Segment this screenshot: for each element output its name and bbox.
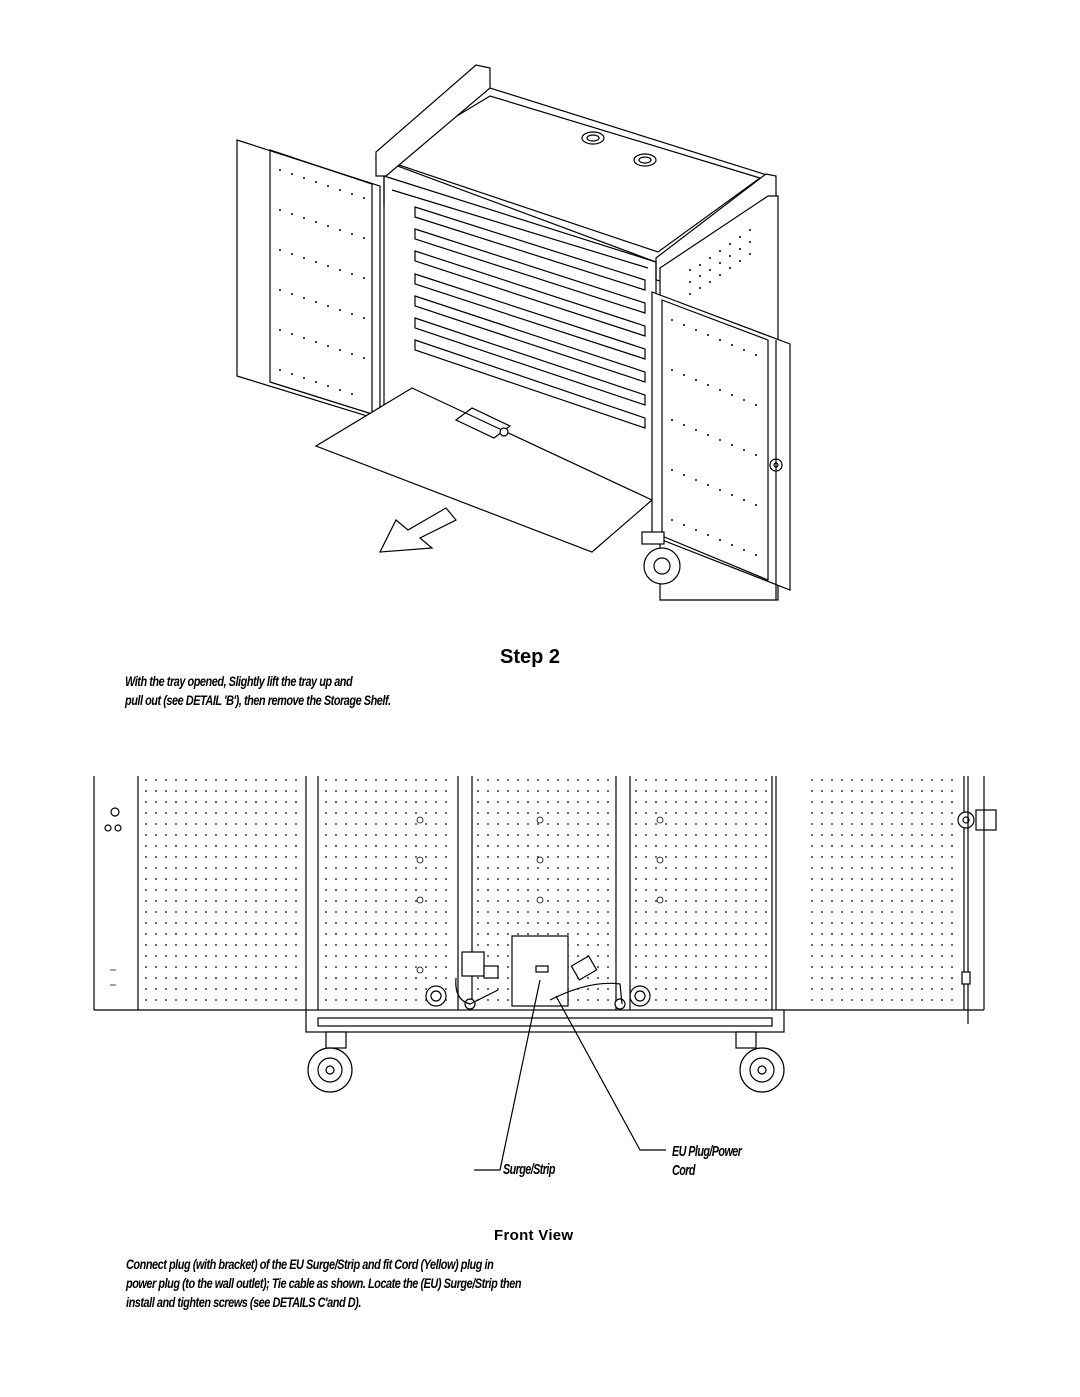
callout-line: EU Plug/Power <box>672 1143 742 1160</box>
instruction-line: Connect plug (with bracket) of the EU Su… <box>126 1256 494 1272</box>
callout-eu-plug: EU Plug/Power Cord <box>672 1142 742 1180</box>
front-view-instructions: Connect plug (with bracket) of the EU Su… <box>126 1255 522 1312</box>
step-heading: Step 2 <box>500 646 561 668</box>
instruction-line: power plug (to the wall outlet); Tie cab… <box>126 1275 522 1291</box>
callout-surge-strip: Surge/Strip <box>503 1161 555 1178</box>
surge-strip-bracket <box>511 935 569 1007</box>
step-instructions: With the tray opened, Slightly lift the … <box>125 672 391 710</box>
left-door-perforations <box>279 169 365 395</box>
front-perforations <box>145 779 953 1001</box>
storage-shelves <box>414 206 646 429</box>
callout-line: Cord <box>672 1162 695 1179</box>
instruction-line: pull out (see DETAIL 'B'), then remove t… <box>125 692 391 708</box>
instruction-line: install and tighten screws (see DETAILS … <box>126 1294 361 1310</box>
cart-isometric-illustration <box>236 64 791 601</box>
instruction-line: With the tray opened, Slightly lift the … <box>125 673 353 689</box>
front-view-caption: Front View <box>494 1227 574 1244</box>
side-panel-perforations <box>689 229 751 295</box>
right-door-perforations <box>671 319 757 556</box>
pull-direction-arrow <box>378 507 457 553</box>
